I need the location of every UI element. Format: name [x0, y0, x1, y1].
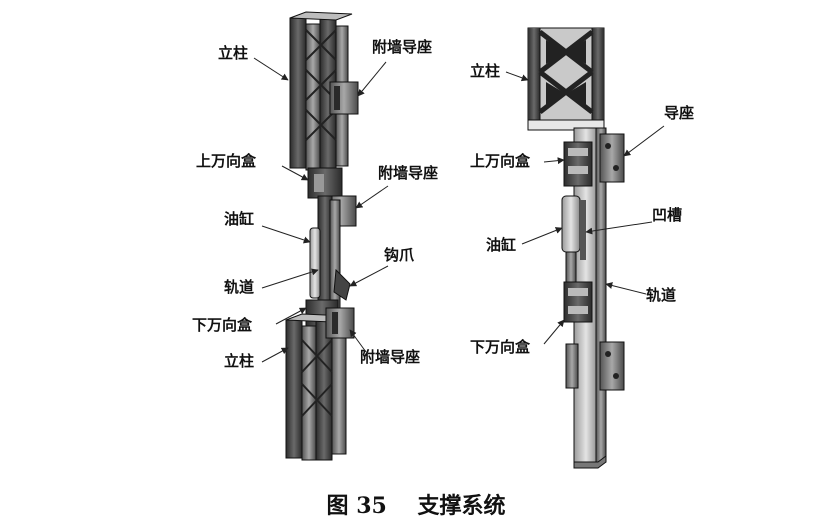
right-lower-universal-box [563, 281, 593, 323]
right-column [527, 27, 605, 131]
label-right-groove: 凹槽 [652, 206, 682, 224]
right-upper-universal-box [563, 141, 593, 187]
label-left-wall-seat-mid: 附墙导座 [378, 164, 438, 182]
left-lower-column [285, 313, 349, 461]
label-left-track: 轨道 [224, 278, 254, 296]
right-groove [580, 200, 586, 260]
left-labels: 立柱 附墙导座 上万向盒 附墙导座 油缸 钩爪 轨道 下万向盒 立柱 附墙导座 [192, 38, 438, 370]
label-right-guide-seat: 导座 [664, 104, 694, 122]
label-right-column: 立柱 [470, 62, 500, 80]
label-right-cylinder: 油缸 [486, 236, 516, 254]
label-left-upper-box: 上万向盒 [196, 152, 257, 170]
label-left-hook: 钩爪 [384, 246, 415, 264]
label-left-wall-seat-top: 附墙导座 [372, 38, 432, 56]
left-wall-seat-top [329, 81, 359, 115]
label-left-wall-seat-bottom: 附墙导座 [360, 348, 420, 366]
left-assembly [285, 11, 359, 461]
label-left-column-top: 立柱 [218, 44, 248, 62]
right-labels: 立柱 导座 上万向盒 凹槽 油缸 轨道 下万向盒 [470, 62, 694, 356]
right-guide-seat-top [599, 133, 625, 183]
label-right-lower-box: 下万向盒 [470, 338, 531, 356]
left-upper-universal-box [307, 167, 343, 199]
label-right-track: 轨道 [646, 286, 676, 304]
label-right-upper-box: 上万向盒 [470, 152, 531, 170]
label-left-cylinder: 油缸 [224, 210, 254, 228]
right-assembly [527, 27, 625, 469]
right-guide-seat-bottom [599, 341, 625, 391]
left-cylinder [309, 227, 321, 299]
label-left-column-bottom: 立柱 [224, 352, 254, 370]
label-left-lower-box: 下万向盒 [192, 316, 253, 334]
left-wall-seat-bottom [325, 307, 355, 339]
figure-caption: 图 35 支撑系统 [326, 493, 506, 519]
left-hook [333, 268, 351, 301]
